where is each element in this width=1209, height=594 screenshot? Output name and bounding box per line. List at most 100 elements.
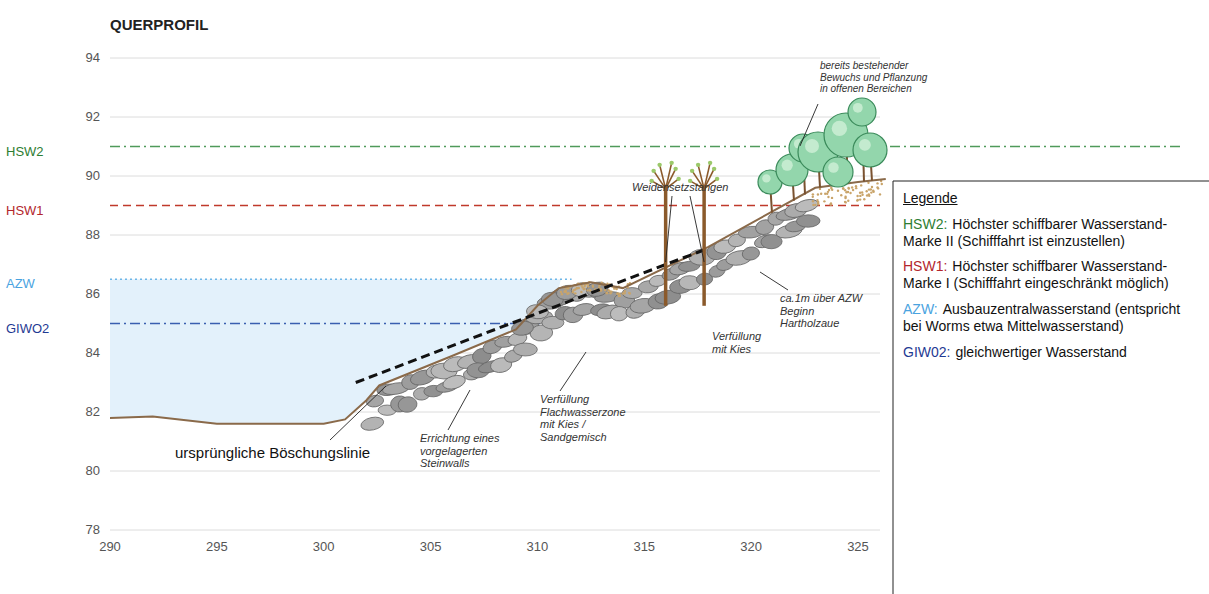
gravel-dot [842,187,844,189]
water-level-line [110,279,572,280]
legend-description: gleichwertiger Wasserstand [955,344,1126,360]
gravel-dot [830,203,832,205]
gravel-dot [861,191,863,193]
original-slope-line [356,248,709,382]
gravel-dot [619,295,621,297]
water-level-line [110,323,542,324]
gravel-dot [859,195,861,197]
stone [360,415,385,432]
gravel-dot [812,200,814,202]
legend-row: HSW2:Höchster schiffbarer Wasserstand-Ma… [903,216,1199,250]
gravel-dot [855,185,857,187]
leader-line [690,196,704,262]
stone [513,343,537,356]
gravel-dot [840,194,842,196]
stone [397,396,418,414]
gravel-dot [578,287,580,289]
gravel-dot [870,188,872,190]
gravel-dot [580,291,582,293]
gravel-dot [618,295,620,297]
legend-heading: Legende [903,190,1199,207]
axis-tick: 320 [740,540,762,555]
annotation: ca.1m über AZW Beginn Hartholzaue [780,292,872,330]
legend-key: HSW2: [903,216,947,232]
legend-description: Ausbauzentralwasserstand (entspricht bei… [903,301,1180,334]
gravel-dot [629,292,631,294]
gravel-dot [605,291,607,293]
gravel-dot [857,199,859,201]
axis-tick: 94 [86,51,100,66]
chart-title: QUERPROFIL [110,16,208,33]
gravel-dot [844,201,846,203]
gravel-dot [861,194,863,196]
axis-tick: 90 [86,169,100,184]
gravel-dot [817,193,819,195]
axis-tick: 80 [86,464,100,479]
gravel-dot [856,199,858,201]
gravel-dot [812,193,814,195]
leader-line [330,386,386,440]
gravel-dot [876,186,878,188]
leader-line [666,196,672,262]
gravel-dot [583,287,585,289]
level-label: HSW2 [6,144,44,159]
legend-row: AZW:Ausbauzentralwasserstand (entspricht… [903,301,1199,335]
gravel-dot [871,186,873,188]
level-label: AZW [6,277,35,292]
stone [796,215,820,228]
level-label: GIWO2 [6,321,49,336]
gravel-dot [863,198,865,200]
axis-tick: 305 [420,540,442,555]
grid-line [110,58,880,59]
annotation: Verfüllung Flachwasserzone mit Kies / Sa… [540,393,638,444]
gravel-dot [574,292,576,294]
axis-tick: 290 [99,540,121,555]
gravel-dot [830,187,832,189]
gravel-dot [604,289,606,291]
gravel-dot [847,200,849,202]
gravel-dot [817,203,819,205]
gravel-dot [589,289,591,291]
legend-key: GIW02: [903,344,950,360]
legend-row: HSW1:Höchster schiffbarer Wasserstand-Ma… [903,258,1199,292]
gravel-dot [586,289,588,291]
axis-tick: 295 [206,540,228,555]
gravel-dot [876,182,878,184]
gravel-dot [865,190,867,192]
annotation: Errichtung eines vorgelagerten Steinwall… [420,432,510,470]
gravel-dot [844,195,846,197]
gravel-dot [812,196,814,198]
gravel-dot [624,290,626,292]
gravel-dot [628,292,630,294]
gravel-dot [844,201,846,203]
legend-key: AZW: [903,301,938,317]
gravel-dot [572,289,574,291]
gravel-dot [816,199,818,201]
axis-tick: 82 [86,405,100,420]
axis-tick: 315 [633,540,655,555]
axis-tick: 84 [86,346,100,361]
axis-tick: 88 [86,228,100,243]
leader-line [560,352,586,391]
gravel-dot [560,291,562,293]
gravel-dot [870,191,872,193]
leader-line [760,272,788,290]
gravel-dot [616,288,618,290]
gravel-dot [567,292,569,294]
gravel-dot [866,194,868,196]
gravel-dot [849,192,851,194]
gravel-dot [844,189,846,191]
gravel-dot [576,287,578,289]
annotation: bereits bestehender Bewuchs und Pflanzun… [820,60,928,95]
gravel-dot [872,189,874,191]
gravel-dot [828,189,830,191]
stone [794,197,819,214]
terrain-line [110,179,886,424]
gravel-dot [848,187,850,189]
gravel-dot [592,285,594,287]
annotation: ursprüngliche Böschungslinie [175,444,370,461]
gravel-dot [856,195,858,197]
gravel-dot [583,285,585,287]
gravel-dot [879,193,881,195]
